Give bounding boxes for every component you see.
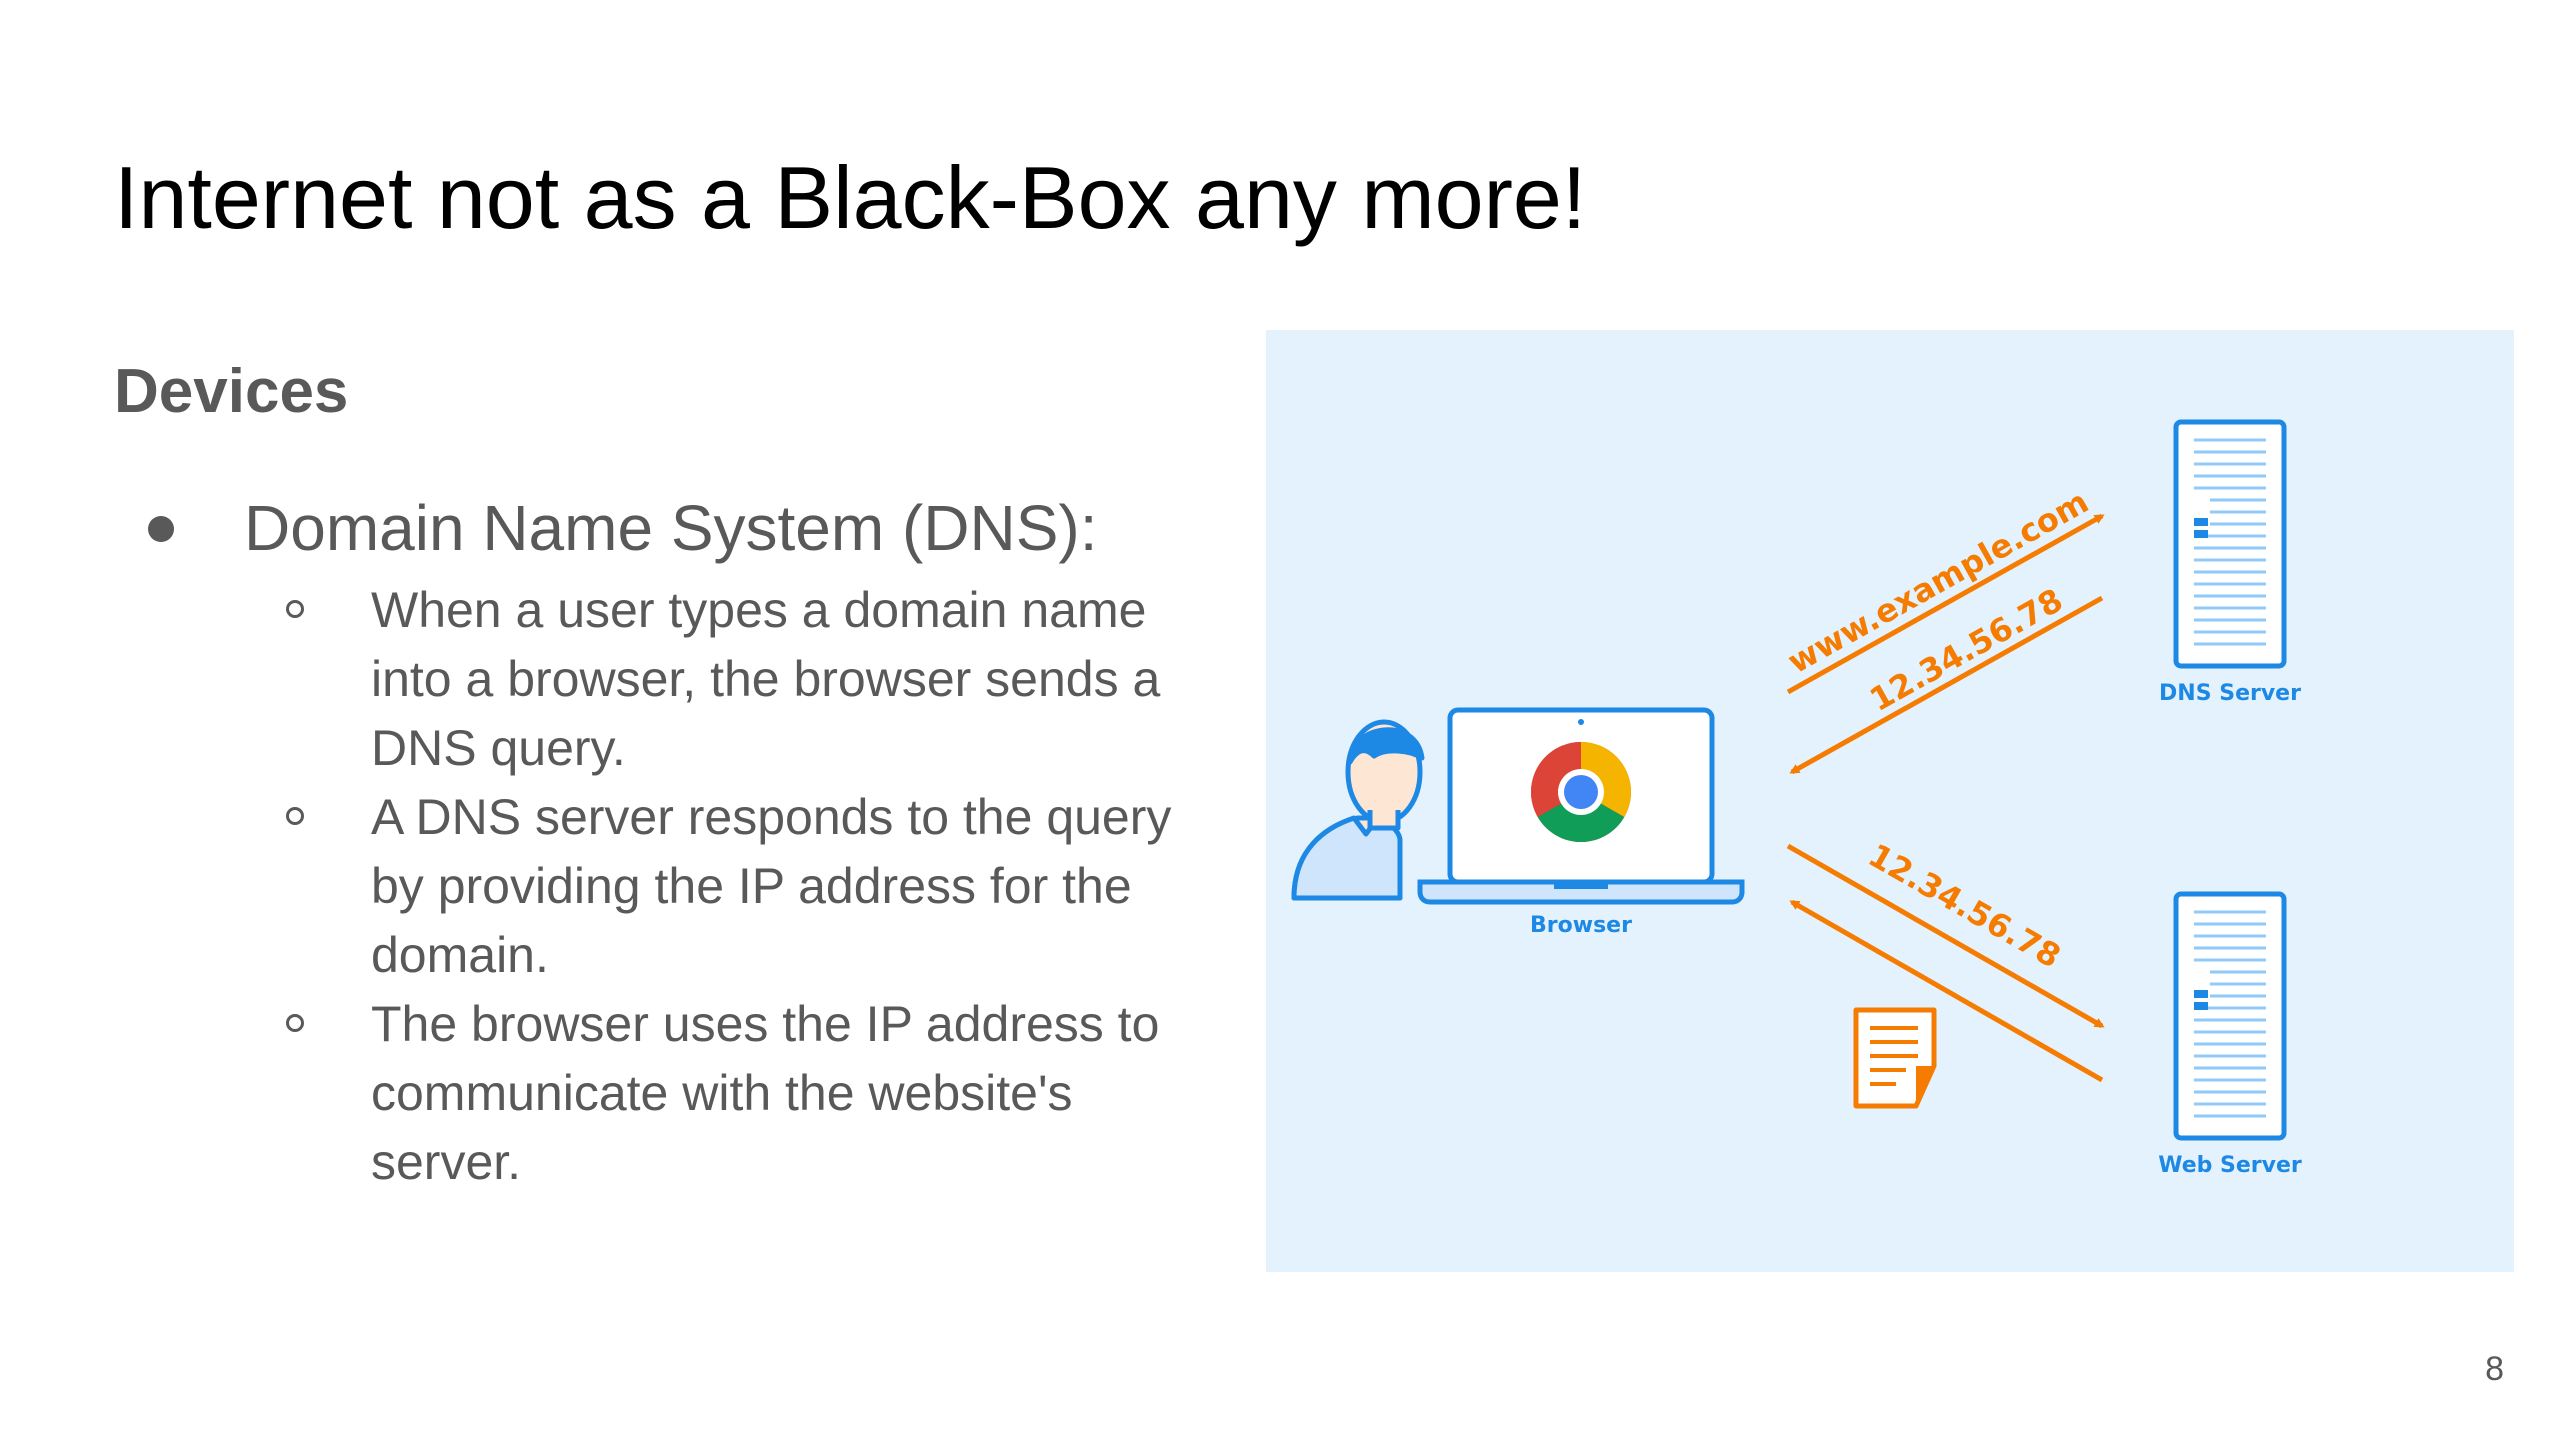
sub-bullet-circle: [286, 1014, 304, 1032]
bullet-item: Domain Name System (DNS):: [114, 480, 1214, 576]
sub-bullet-text: When a user types a domain name into a b…: [371, 582, 1161, 776]
dns-diagram: Browser: [1266, 330, 2514, 1272]
dns-query-arrow: [1786, 513, 2105, 695]
server-icon: [2173, 419, 2287, 669]
sub-bullet-circle: [286, 807, 304, 825]
dns-server-label: DNS Server: [2159, 681, 2301, 706]
dns-response-arrow: [1789, 595, 2104, 775]
sub-bullet-item: The browser uses the IP address to commu…: [114, 990, 1231, 1197]
sub-bullet-circle: [286, 600, 304, 618]
web-request-arrow: [1786, 843, 2105, 1029]
slide-title: Internet not as a Black-Box any more!: [114, 148, 1587, 247]
page-number: 8: [2485, 1350, 2504, 1388]
web-server-label: Web Server: [2158, 1153, 2302, 1178]
web-response-arrow: [1789, 899, 2104, 1083]
dns-diagram-svg: Browser: [1291, 419, 2302, 1178]
user-icon: [1291, 719, 1425, 901]
document-icon: [1853, 1007, 1937, 1109]
section-heading: Devices: [114, 357, 349, 426]
chrome-icon: [1531, 742, 1631, 842]
sub-bullet-item: When a user types a domain name into a b…: [114, 576, 1231, 783]
bullet-text: Domain Name System (DNS):: [244, 492, 1098, 564]
bullet-dot: [148, 516, 174, 542]
server-icon: [2173, 891, 2287, 1141]
sub-bullet-item: A DNS server responds to the query by pr…: [114, 783, 1231, 990]
bullet-list: Domain Name System (DNS): When a user ty…: [114, 480, 1214, 1197]
sub-bullet-text: The browser uses the IP address to commu…: [371, 996, 1160, 1190]
browser-label: Browser: [1530, 913, 1632, 938]
sub-bullet-text: A DNS server responds to the query by pr…: [371, 789, 1172, 983]
